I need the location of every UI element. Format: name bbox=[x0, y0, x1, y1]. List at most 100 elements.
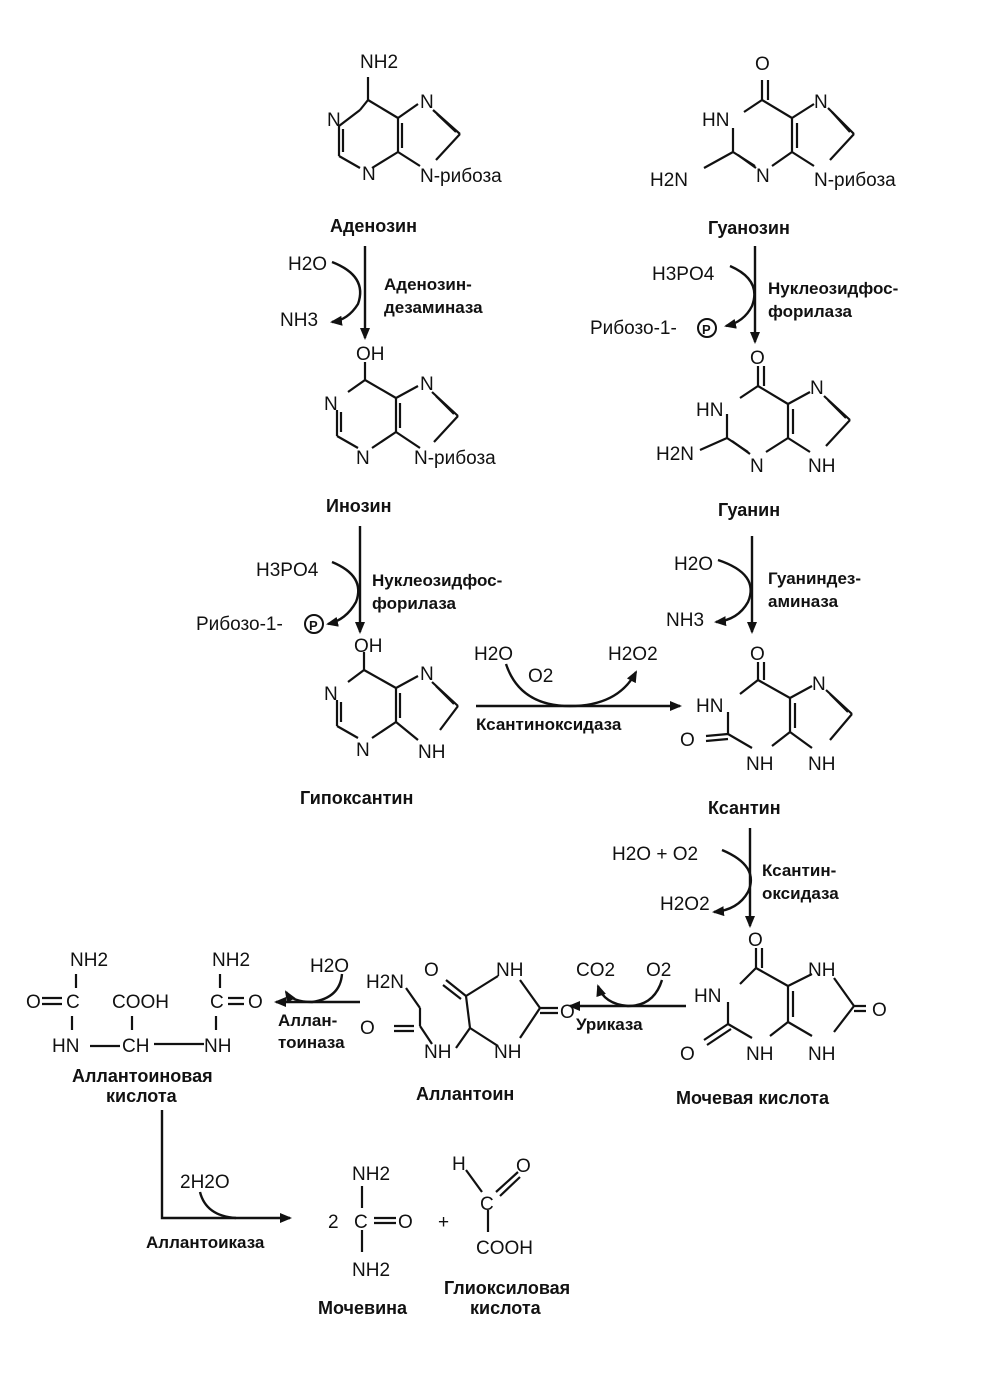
inosine-n-ribose: N-рибоза bbox=[414, 448, 496, 469]
adenosine-nh2: NH2 bbox=[360, 52, 398, 73]
uric-hn1: HN bbox=[694, 986, 721, 1007]
guanine-nh: NH bbox=[808, 456, 835, 477]
guanosine-o: O bbox=[755, 54, 770, 75]
np2-h3po4: H3PO4 bbox=[256, 560, 319, 581]
uric-acid-name: Мочевая кислота bbox=[676, 1088, 830, 1108]
inosine-oh: OH bbox=[356, 344, 385, 365]
glyoxylic-c: C bbox=[480, 1194, 494, 1215]
xo1-enzyme: Ксантиноксидаза bbox=[476, 715, 622, 734]
allantoin-h2n: H2N bbox=[366, 972, 404, 993]
guanine-n7: N bbox=[810, 378, 824, 399]
hypoxanthine-n7: N bbox=[420, 664, 434, 685]
plus-sign: + bbox=[438, 1212, 449, 1233]
urea-nh2-bottom: NH2 bbox=[352, 1260, 390, 1281]
uricase-o2: O2 bbox=[646, 960, 671, 981]
adenosine-structure: NH2 N N N N-рибоза Аденозин bbox=[327, 52, 502, 236]
allantoicase-enzyme: Аллантоиказа bbox=[146, 1233, 265, 1252]
xo2-enzyme-2: оксидаза bbox=[762, 884, 839, 903]
reaction-guanine-deaminase: H2O NH3 Гуаниндез- аминаза bbox=[666, 536, 861, 634]
allantoic-nh: NH bbox=[204, 1036, 231, 1057]
allantoic-acid-structure: NH2 O C COOH HN CH NH NH2 C O Аллантоино… bbox=[26, 950, 263, 1106]
reaction-allantoicase: 2H2O Аллантоиказа bbox=[146, 1110, 292, 1252]
allantoic-nh2-right: NH2 bbox=[212, 950, 250, 971]
allantoic-ch: CH bbox=[122, 1036, 149, 1057]
np1-h3po4: H3PO4 bbox=[652, 264, 715, 285]
xanthine-structure: O HN O NH N NH Ксантин bbox=[680, 644, 853, 818]
uric-nh3: NH bbox=[746, 1044, 773, 1065]
adenosine-n7: N bbox=[420, 92, 434, 113]
allantoic-hn: HN bbox=[52, 1036, 79, 1057]
hypoxanthine-n1: N bbox=[324, 684, 338, 705]
np2-ribose-1: Рибозо-1- bbox=[196, 614, 283, 635]
np2-enzyme-2: форилаза bbox=[372, 594, 457, 613]
allantoin-structure: H2N O O NH O NH NH Аллантоин bbox=[360, 960, 575, 1104]
urea-nh2-top: NH2 bbox=[352, 1164, 390, 1185]
adenosine-deaminase-enzyme-2: дезаминаза bbox=[384, 298, 483, 317]
allantoinase-enzyme-2: тоиназа bbox=[278, 1033, 345, 1052]
uric-nh9: NH bbox=[808, 1044, 835, 1065]
allantoic-o-left: O bbox=[26, 992, 41, 1013]
uric-nh7: NH bbox=[808, 960, 835, 981]
guanosine-n-ribose: N-рибоза bbox=[814, 170, 896, 191]
reaction-nucleoside-phosphorylase-2: H3PO4 Рибозо-1- P Нуклеозидфос- форилаза bbox=[196, 526, 502, 635]
glyoxylic-h: H bbox=[452, 1154, 466, 1175]
uric-o8: O bbox=[872, 1000, 887, 1021]
guanosine-n7: N bbox=[814, 92, 828, 113]
guanosine-hn: HN bbox=[702, 110, 729, 131]
xo1-h2o: H2O bbox=[474, 644, 513, 665]
xanthine-hn: HN bbox=[696, 696, 723, 717]
adenosine-n-ribose: N-рибоза bbox=[420, 166, 502, 187]
glyoxylic-acid-structure: H C O COOH Глиоксиловая кислота bbox=[444, 1154, 570, 1318]
np1-enzyme-1: Нуклеозидфос- bbox=[768, 279, 898, 298]
urea-coefficient: 2 bbox=[328, 1212, 339, 1233]
adenosine-n3: N bbox=[362, 164, 376, 185]
xo1-o2: O2 bbox=[528, 666, 553, 687]
allantoic-c-left: C bbox=[66, 992, 80, 1013]
xanthine-o1: O bbox=[750, 644, 765, 665]
xo1-h2o2: H2O2 bbox=[608, 644, 658, 665]
glyoxylic-acid-name-line2: кислота bbox=[470, 1298, 542, 1318]
np2-phosphate-badge: P bbox=[309, 618, 318, 633]
xo2-h2o2: H2O2 bbox=[660, 894, 710, 915]
urea-name: Мочевина bbox=[318, 1298, 408, 1318]
allantoin-o1: O bbox=[360, 1018, 375, 1039]
guanosine-structure: O HN H2N N N N-рибоза Гуанозин bbox=[650, 54, 896, 238]
xo2-h2o-o2: H2O + O2 bbox=[612, 844, 698, 865]
allantoic-cooh: COOH bbox=[112, 992, 169, 1013]
guanine-deaminase-nh3: NH3 bbox=[666, 610, 704, 631]
uric-acid-structure: O HN O NH NH O NH Мочевая кислота bbox=[676, 930, 887, 1108]
allantoin-nh3: NH bbox=[494, 1042, 521, 1063]
xanthine-name: Ксантин bbox=[708, 798, 781, 818]
reaction-allantoinase: H2O Аллан- тоиназа bbox=[274, 956, 360, 1052]
guanine-hn: HN bbox=[696, 400, 723, 421]
allantoin-o2: O bbox=[424, 960, 439, 981]
adenosine-n1: N bbox=[327, 110, 341, 131]
allantoin-o3: O bbox=[560, 1002, 575, 1023]
allantoinase-enzyme-1: Аллан- bbox=[278, 1011, 337, 1030]
reaction-adenosine-deaminase: H2O NH3 Аденозин- дезаминаза bbox=[280, 246, 483, 340]
guanine-deaminase-enzyme-1: Гуаниндез- bbox=[768, 569, 861, 588]
xanthine-nh9: NH bbox=[808, 754, 835, 775]
np2-enzyme-1: Нуклеозидфос- bbox=[372, 571, 502, 590]
guanosine-n3: N bbox=[756, 166, 770, 187]
allantoin-nh2: NH bbox=[424, 1042, 451, 1063]
xo2-enzyme-1: Ксантин- bbox=[762, 861, 836, 880]
urea-c: C bbox=[354, 1212, 368, 1233]
inosine-structure: OH N N N N-рибоза Инозин bbox=[324, 344, 496, 516]
reaction-uricase: CO2 O2 Уриказа bbox=[568, 960, 686, 1034]
guanine-structure: O HN H2N N N NH Гуанин bbox=[656, 348, 851, 520]
np1-phosphate-badge: P bbox=[702, 322, 711, 337]
glyoxylic-cooh: COOH bbox=[476, 1238, 533, 1259]
np1-ribose-1: Рибозо-1- bbox=[590, 318, 677, 339]
xanthine-n7: N bbox=[812, 674, 826, 695]
inosine-n7: N bbox=[420, 374, 434, 395]
hypoxanthine-oh: OH bbox=[354, 636, 383, 657]
urea-o: O bbox=[398, 1212, 413, 1233]
adenosine-deaminase-nh3: NH3 bbox=[280, 310, 318, 331]
guanine-n3: N bbox=[750, 456, 764, 477]
reaction-xanthine-oxidase-2: H2O + O2 H2O2 Ксантин- оксидаза bbox=[612, 828, 839, 928]
allantoicase-2h2o: 2H2O bbox=[180, 1172, 230, 1193]
adenosine-name: Аденозин bbox=[330, 216, 417, 236]
xanthine-o2: O bbox=[680, 730, 695, 751]
